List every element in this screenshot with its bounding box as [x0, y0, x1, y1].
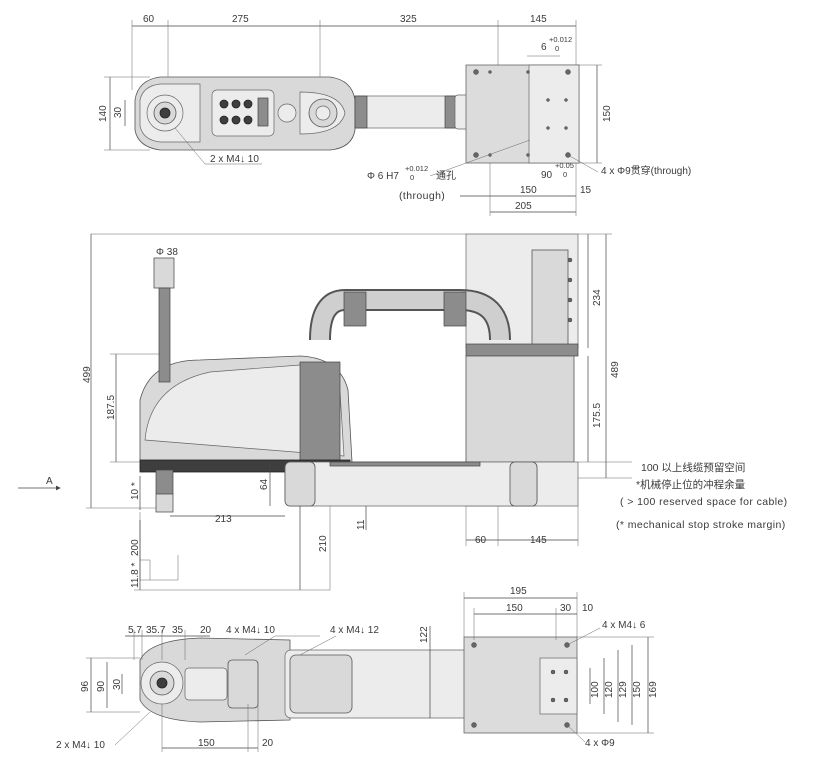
note-cable-en: ( > 100 reserved space for cable) [620, 496, 788, 508]
side-dim-phi38: Φ 38 [156, 247, 178, 258]
top-tol-05: +0.05 [555, 161, 574, 170]
top-label-phi6-tol-bot: 0 [410, 173, 414, 182]
top-label-through: (through) [399, 190, 445, 202]
top-dim-325: 325 [400, 14, 417, 25]
bottom-label-m4-6: 4 x M4↓ 6 [602, 620, 646, 631]
bottom-dim-10: 10 [582, 603, 594, 614]
bottom-dim-30: 30 [112, 678, 123, 690]
bottom-dim-30b: 30 [560, 603, 572, 614]
bottom-dim-20: 20 [200, 625, 212, 636]
side-dim-1875: 187.5 [106, 395, 117, 420]
top-label-phi9: 4 x Φ9贯穿(through) [601, 164, 691, 177]
top-dim-60: 60 [143, 14, 155, 25]
bottom-label-phi9: 4 x Φ9 [585, 738, 615, 749]
bottom-dim-150d: 150 [632, 681, 643, 698]
bottom-label-m4-10: 4 x M4↓ 10 [226, 625, 275, 636]
top-dim-30: 30 [113, 106, 124, 118]
top-dim-15: 15 [580, 185, 592, 196]
top-dim-275: 275 [232, 14, 249, 25]
bottom-label-m4-10b: 2 x M4↓ 10 [56, 740, 105, 751]
bottom-dim-35: 35 [172, 625, 184, 636]
note-stroke-en: (* mechanical stop stroke margin) [616, 519, 786, 531]
bottom-dim-195: 195 [510, 586, 527, 597]
bottom-label-m4-12: 4 x M4↓ 12 [330, 625, 379, 636]
top-tol-0: 0 [563, 170, 567, 179]
side-dim-145: 145 [530, 535, 547, 546]
bottom-dim-122: 122 [419, 626, 430, 643]
bottom-dim-96: 96 [80, 680, 91, 692]
top-label-phi6: Φ 6 H7 [367, 171, 399, 182]
top-view: 60 275 325 145 140 30 [98, 14, 691, 216]
top-tol-pos: +0.012 [549, 35, 572, 44]
bottom-dim-120: 120 [604, 681, 615, 698]
side-dim-118: 11.8 * [130, 563, 141, 588]
bottom-dim-20b: 20 [262, 738, 274, 749]
side-dim-1755: 175.5 [592, 403, 603, 428]
top-tol-zero: 0 [555, 44, 559, 53]
side-dim-499: 499 [82, 366, 93, 383]
side-dim-210: 210 [318, 535, 329, 552]
side-dim-200: 200 [130, 539, 141, 556]
bottom-dim-57: 5.7 [128, 625, 142, 636]
top-dim-6: 6 [541, 42, 547, 53]
side-dim-489: 489 [610, 361, 621, 378]
top-label-m4: 2 x M4↓ 10 [210, 154, 259, 165]
top-label-phi6-tol-top: +0.012 [405, 164, 428, 173]
bottom-dim-90: 90 [96, 680, 107, 692]
side-dim-11: 11 [356, 519, 367, 530]
top-dim-145: 145 [530, 14, 547, 25]
side-dim-213: 213 [215, 514, 232, 525]
side-dim-234: 234 [592, 289, 603, 306]
bottom-dim-129: 129 [618, 681, 629, 698]
side-arrow-a: A [46, 476, 53, 487]
bottom-view: 5.7 35.7 35 20 4 x M4↓ 10 4 x M4↓ 12 96 … [56, 586, 659, 752]
top-dim-90: 90 [541, 170, 553, 181]
side-dim-64: 64 [259, 478, 270, 490]
side-view: 499 Φ 38 187.5 1 [18, 233, 788, 591]
side-dim-10: 10 * [130, 482, 141, 500]
side-dim-60: 60 [475, 535, 487, 546]
bottom-dim-357: 35.7 [146, 625, 166, 636]
top-dim-150-bottom: 150 [520, 185, 537, 196]
note-stroke-cn: *机械停止位的冲程余量 [636, 478, 746, 491]
top-label-phi6-suffix: 通孔 [436, 170, 456, 182]
top-dim-140: 140 [98, 105, 109, 122]
bottom-dim-100: 100 [590, 681, 601, 698]
top-dim-150-right: 150 [602, 105, 613, 122]
top-dim-205: 205 [515, 201, 532, 212]
note-cable-cn: 100 以上线缆预留空间 [641, 461, 745, 474]
bottom-dim-150c: 150 [506, 603, 523, 614]
bottom-dim-150: 150 [198, 738, 215, 749]
bottom-dim-169: 169 [648, 681, 659, 698]
